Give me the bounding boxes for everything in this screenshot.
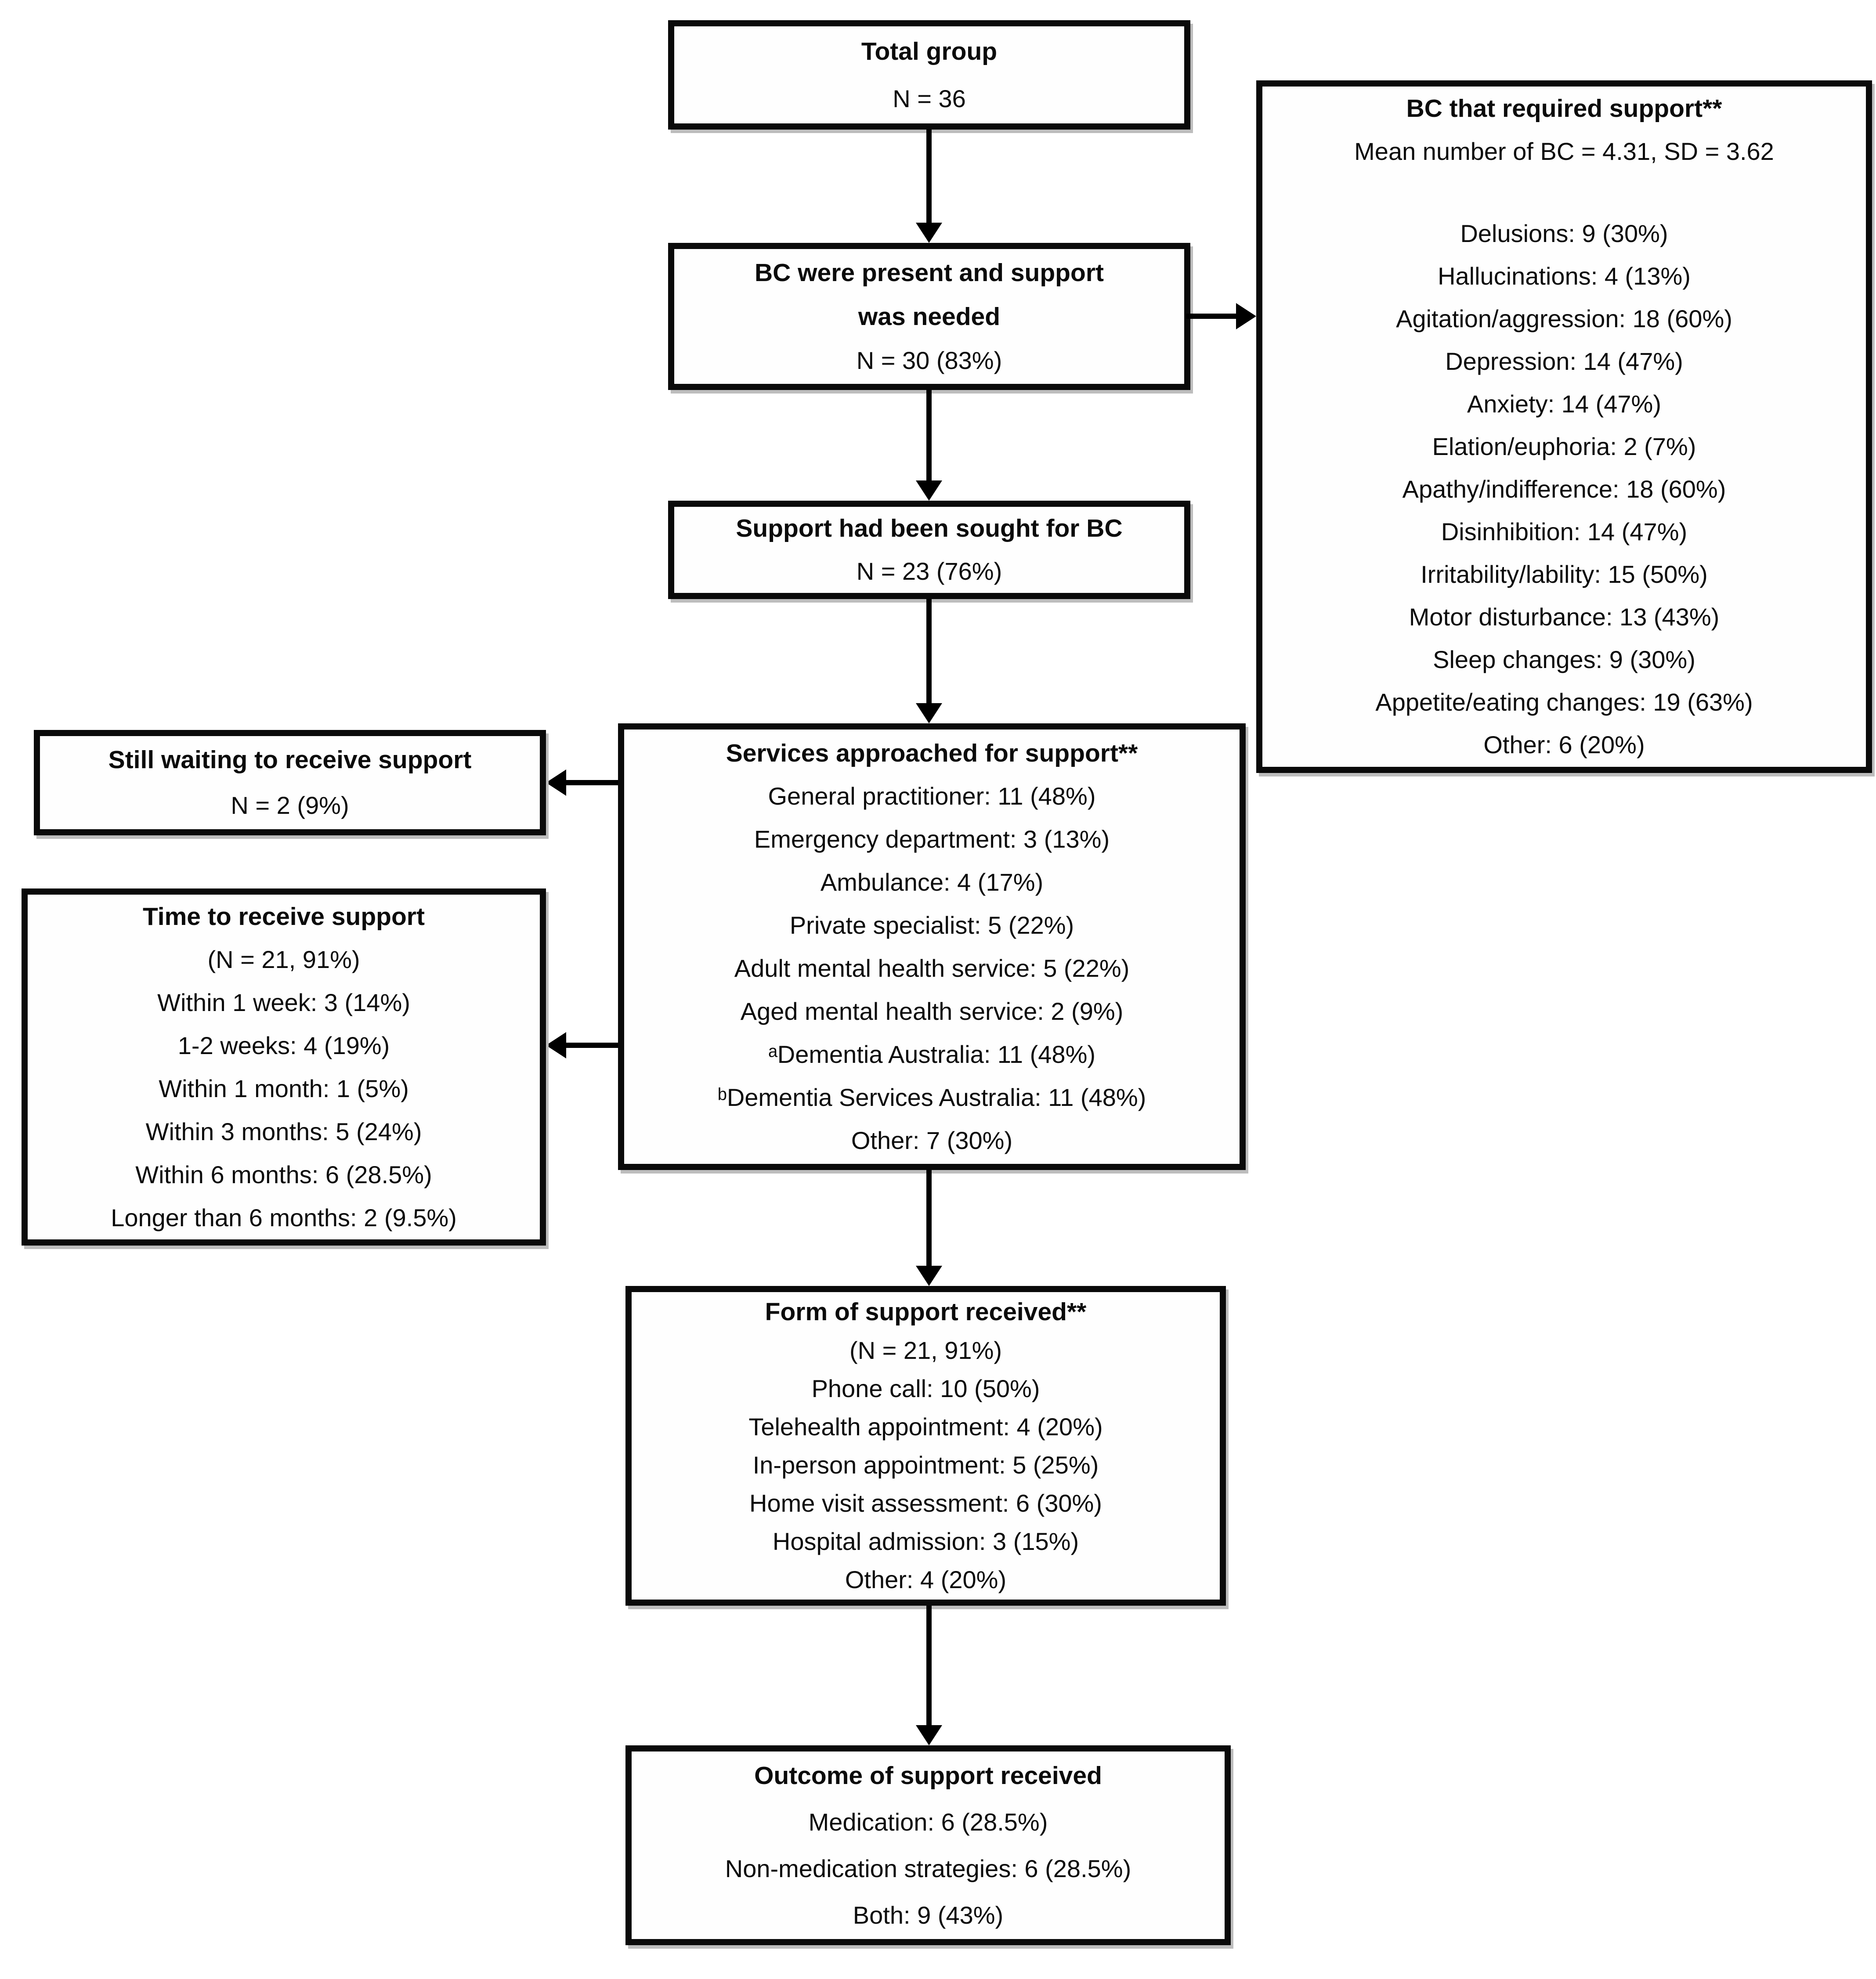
form-item: Hospital admission: 3 (15%) <box>772 1528 1079 1555</box>
box-still-waiting-title: Still waiting to receive support <box>108 746 472 774</box>
box-support-sought-stat: N = 23 (76%) <box>856 557 1002 585</box>
arrow-bcpresent-to-bcrequired-head <box>1236 303 1256 329</box>
box-outcome: Outcome of support received Medication: … <box>625 1745 1231 1945</box>
box-still-waiting-stat: N = 2 (9%) <box>231 791 349 819</box>
box-still-waiting: Still waiting to receive support N = 2 (… <box>34 730 546 835</box>
bc-item: Agitation/aggression: 18 (60%) <box>1396 305 1732 332</box>
arrow-services-to-waiting-head <box>546 769 566 796</box>
form-item: Home visit assessment: 6 (30%) <box>749 1489 1102 1517</box>
bc-item: Apathy/indifference: 18 (60%) <box>1402 475 1726 503</box>
box-total-group-title: Total group <box>861 37 998 65</box>
bc-item: Hallucinations: 4 (13%) <box>1438 262 1691 290</box>
box-total-group: Total group N = 36 <box>668 20 1190 130</box>
time-item: Within 1 month: 1 (5%) <box>159 1074 409 1102</box>
arrow-services-to-time-line <box>564 1043 618 1048</box>
outcome-item: Both: 9 (43%) <box>853 1901 1004 1929</box>
bc-item: Sleep changes: 9 (30%) <box>1433 646 1695 673</box>
arrow-bcpresent-to-bcrequired-line <box>1186 314 1237 319</box>
box-bc-required-support: BC that required support** Mean number o… <box>1256 80 1872 773</box>
service-item: Ambulance: 4 (17%) <box>820 868 1044 896</box>
box-support-sought: Support had been sought for BC N = 23 (7… <box>668 501 1190 599</box>
service-item: Adult mental health service: 5 (22%) <box>734 954 1130 982</box>
box-form-of-support: Form of support received** (N = 21, 91%)… <box>625 1286 1226 1606</box>
arrow-bcpresent-to-sought-head <box>916 480 942 501</box>
bc-item: Appetite/eating changes: 19 (63%) <box>1375 688 1753 716</box>
time-item: Within 3 months: 5 (24%) <box>145 1117 422 1145</box>
service-item: Other: 7 (30%) <box>851 1126 1013 1154</box>
service-item: General practitioner: 11 (48%) <box>768 782 1096 810</box>
box-bc-present-stat: N = 30 (83%) <box>856 346 1002 374</box>
time-item: Within 1 week: 3 (14%) <box>157 988 410 1016</box>
arrow-services-to-time-head <box>546 1032 566 1058</box>
arrow-sought-to-services-head <box>916 703 942 723</box>
box-time-to-receive-title: Time to receive support <box>143 902 425 931</box>
bc-item: Elation/euphoria: 2 (7%) <box>1432 433 1696 460</box>
service-item: Aged mental health service: 2 (9%) <box>740 997 1124 1025</box>
bc-item: Depression: 14 (47%) <box>1445 347 1683 375</box>
arrow-form-to-outcome-head <box>916 1725 942 1745</box>
box-bc-required-support-title: BC that required support** <box>1406 94 1722 123</box>
box-support-sought-title: Support had been sought for BC <box>736 514 1123 542</box>
bc-item: Anxiety: 14 (47%) <box>1467 390 1661 418</box>
bc-item: Other: 6 (20%) <box>1483 731 1645 758</box>
form-item: Phone call: 10 (50%) <box>811 1375 1040 1402</box>
box-services-approached: Services approached for support** Genera… <box>618 723 1246 1170</box>
arrow-total-to-bcpresent-head <box>916 223 942 243</box>
box-bc-present-title: BC were present and support was needed <box>755 258 1104 331</box>
form-item: Telehealth appointment: 4 (20%) <box>748 1413 1103 1441</box>
box-outcome-title: Outcome of support received <box>754 1761 1102 1790</box>
time-item: Longer than 6 months: 2 (9.5%) <box>111 1203 457 1231</box>
box-bc-required-support-subtitle: Mean number of BC = 4.31, SD = 3.62 <box>1354 137 1774 165</box>
bc-item: Disinhibition: 14 (47%) <box>1441 518 1688 545</box>
arrow-services-to-form-line <box>926 1170 932 1266</box>
outcome-item: Medication: 6 (28.5%) <box>808 1808 1048 1836</box>
time-item: Within 6 months: 6 (28.5%) <box>135 1160 432 1188</box>
service-item: Private specialist: 5 (22%) <box>789 911 1074 939</box>
service-item: ᵇDementia Services Australia: 11 (48%) <box>717 1083 1146 1111</box>
service-item: ᵃDementia Australia: 11 (48%) <box>768 1040 1096 1068</box>
outcome-item: Non-medication strategies: 6 (28.5%) <box>725 1854 1131 1882</box>
time-item: 1-2 weeks: 4 (19%) <box>177 1031 390 1059</box>
arrow-form-to-outcome-line <box>926 1606 932 1726</box>
arrow-total-to-bcpresent-line <box>926 130 932 223</box>
form-item: In-person appointment: 5 (25%) <box>752 1451 1099 1479</box>
box-time-to-receive-subtitle: (N = 21, 91%) <box>207 945 360 973</box>
box-form-of-support-title: Form of support received** <box>765 1298 1087 1326</box>
box-total-group-stat: N = 36 <box>893 84 966 112</box>
bc-item: Delusions: 9 (30%) <box>1460 220 1668 247</box>
arrow-services-to-waiting-line <box>564 780 618 785</box>
box-time-to-receive: Time to receive support (N = 21, 91%) Wi… <box>22 888 546 1246</box>
arrow-services-to-form-head <box>916 1266 942 1286</box>
bc-item: Motor disturbance: 13 (43%) <box>1409 603 1720 631</box>
form-item: Other: 4 (20%) <box>845 1566 1007 1593</box>
box-bc-present: BC were present and support was needed N… <box>668 243 1190 390</box>
bc-item: Irritability/lability: 15 (50%) <box>1421 560 1708 588</box>
arrow-sought-to-services-line <box>926 599 932 704</box>
box-services-approached-title: Services approached for support** <box>726 739 1138 767</box>
box-form-of-support-subtitle: (N = 21, 91%) <box>849 1336 1002 1364</box>
arrow-bcpresent-to-sought-line <box>926 390 932 481</box>
service-item: Emergency department: 3 (13%) <box>754 825 1110 853</box>
